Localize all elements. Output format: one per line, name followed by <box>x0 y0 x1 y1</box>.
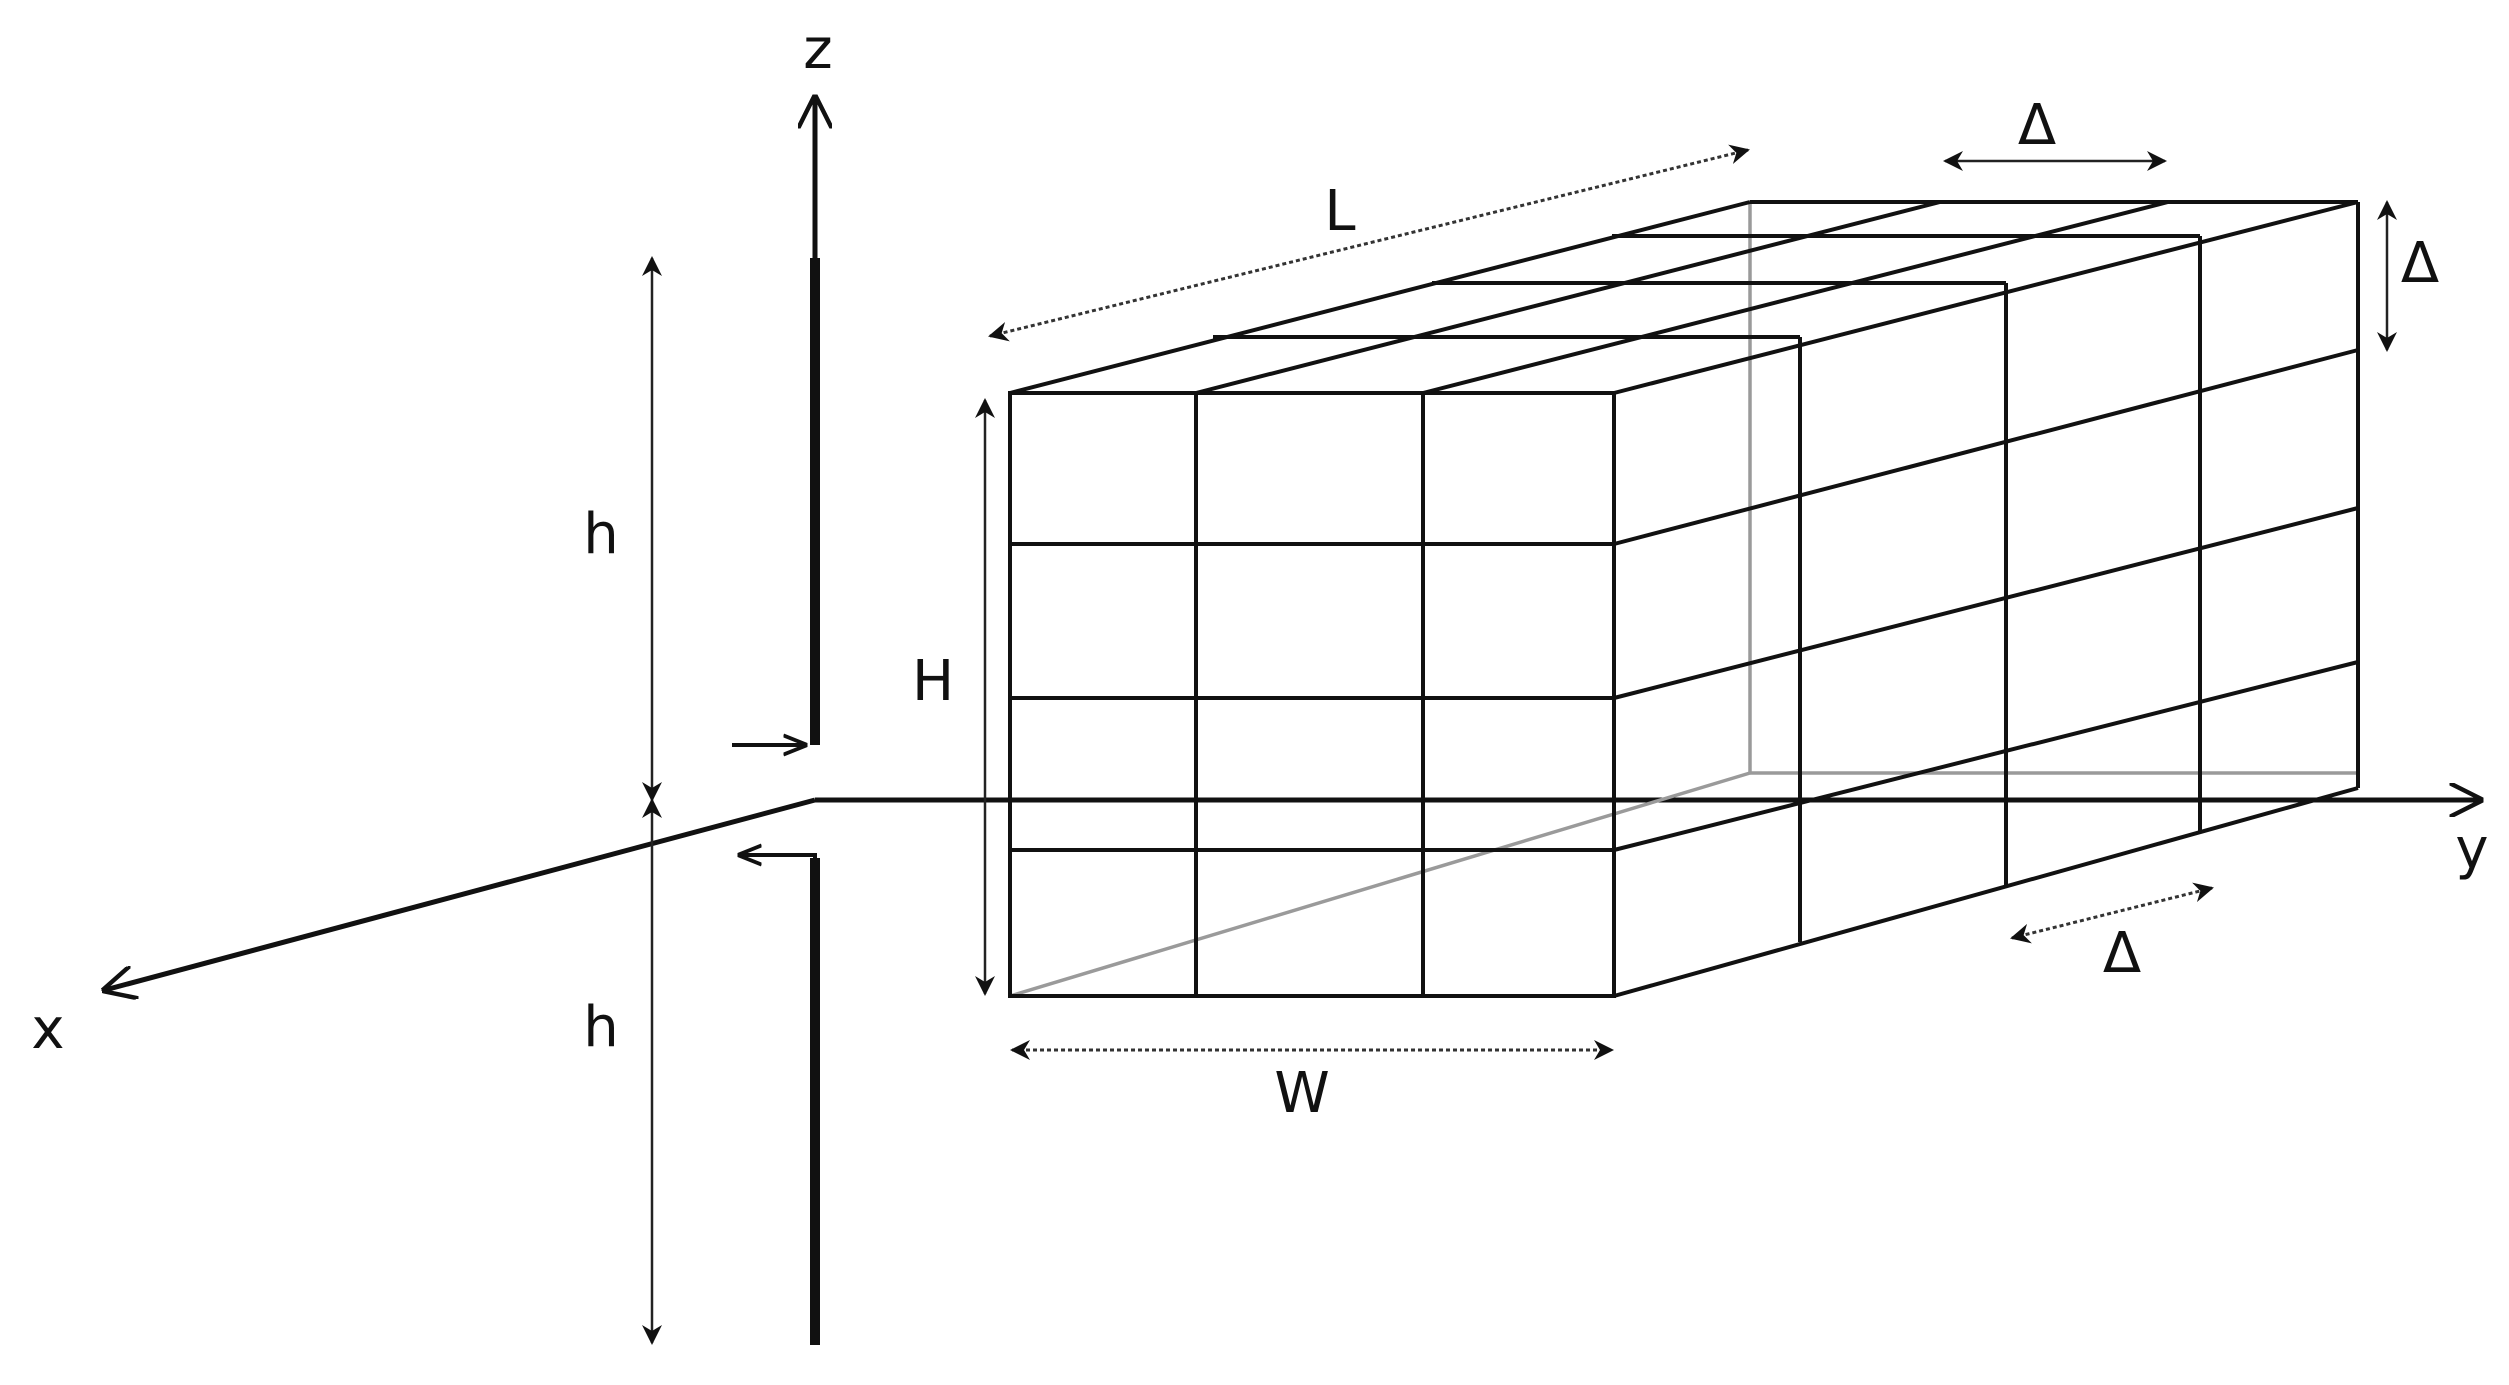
labels: z x y h h H L W Δ Δ Δ <box>31 17 2488 1126</box>
box-dimensions <box>975 144 2397 1060</box>
L-label: L <box>1324 179 1355 244</box>
delta-right-label: Δ <box>2401 231 2439 296</box>
hidden-depth-edge <box>1009 771 1751 998</box>
right-grid-d3 <box>1613 660 2359 852</box>
top-grid-d1 <box>1195 200 1941 395</box>
top-right-edge <box>1613 200 2359 395</box>
right-bottom-edge <box>1613 786 2359 998</box>
lower-slit-arrow <box>740 855 817 858</box>
W-label: W <box>1274 1061 1329 1126</box>
axes <box>105 98 2480 990</box>
delta-bottom-label: Δ <box>2103 921 2141 986</box>
right-grid-d2 <box>1613 506 2359 700</box>
L-dimension-line <box>988 144 1750 342</box>
right-grid-d1 <box>1613 348 2359 546</box>
x-axis <box>105 797 816 990</box>
top-left-edge <box>1009 200 1751 395</box>
delta-bottom-dimension-line <box>2010 882 2214 944</box>
x-axis-label: x <box>31 997 64 1062</box>
z-axis-label: z <box>803 17 832 82</box>
y-axis-label: y <box>2455 817 2488 882</box>
delta-top-label: Δ <box>2018 93 2056 158</box>
grid-box <box>1008 200 2360 998</box>
slit-walls <box>732 258 820 1345</box>
top-grid-d2 <box>1422 200 2169 395</box>
h-top-label: h <box>583 502 619 567</box>
h-bottom-label: h <box>583 995 619 1060</box>
H-label: H <box>912 649 954 714</box>
